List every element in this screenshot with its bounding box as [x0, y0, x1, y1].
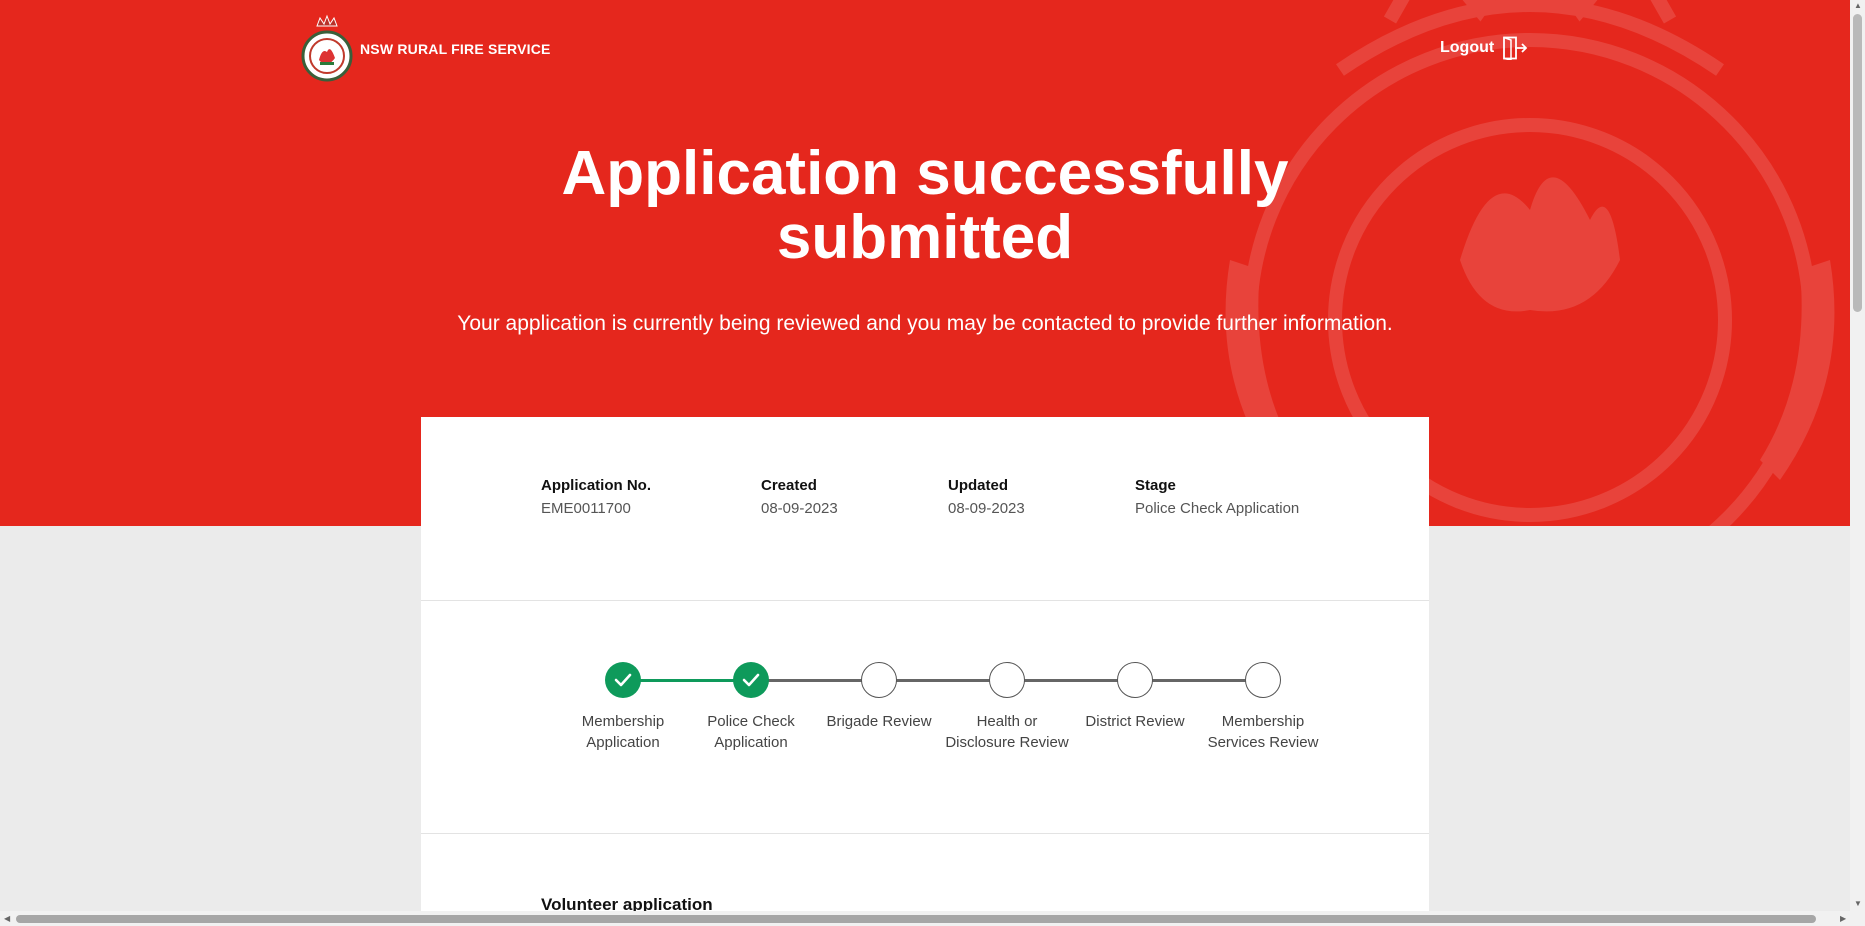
step-label: Police Check Application — [707, 713, 795, 751]
horizontal-scrollbar[interactable]: ◀ ▶ — [0, 911, 1865, 926]
divider — [421, 600, 1429, 601]
scroll-left-icon[interactable]: ◀ — [4, 914, 11, 923]
check-icon — [742, 673, 760, 687]
application-number: Application No. EME0011700 — [541, 477, 651, 517]
step-connector — [879, 679, 1007, 682]
rfs-crest-icon — [301, 14, 353, 82]
step-indicator — [861, 662, 897, 698]
vertical-scrollbar[interactable]: ▲ ▼ — [1850, 0, 1865, 926]
step-indicator — [605, 662, 641, 698]
created-date: Created 08-09-2023 — [761, 477, 838, 517]
step-label: Health or Disclosure Review — [945, 713, 1069, 751]
step-label: Membership Services Review — [1207, 713, 1319, 751]
section-title: Volunteer application — [541, 895, 713, 914]
logout-label: Logout — [1440, 39, 1495, 56]
horizontal-scroll-thumb[interactable] — [16, 915, 1816, 923]
step-indicator — [1117, 662, 1153, 698]
page-title: Application successfully submitted — [561, 139, 1289, 272]
step-indicator — [1245, 662, 1281, 698]
logout-button[interactable]: Logout — [1440, 36, 1528, 60]
logout-icon — [1503, 36, 1528, 60]
step-connector — [1007, 679, 1135, 682]
application-card: Application No. EME0011700 Created 08-09… — [421, 417, 1429, 926]
rfs-logo[interactable]: NSW RURAL FIRE SERVICE — [300, 14, 551, 84]
vertical-scroll-thumb[interactable] — [1853, 14, 1862, 312]
check-icon — [614, 673, 632, 687]
page-subtitle: Your application is currently being revi… — [457, 312, 1393, 335]
scroll-up-icon[interactable]: ▲ — [1854, 1, 1862, 10]
step-connector — [1135, 679, 1263, 682]
org-name: NSW RURAL FIRE SERVICE — [360, 41, 551, 57]
step-indicator — [989, 662, 1025, 698]
step-connector — [751, 679, 879, 682]
step-label: Membership Application — [581, 713, 665, 751]
scroll-right-icon[interactable]: ▶ — [1840, 914, 1847, 923]
updated-date: Updated 08-09-2023 — [948, 477, 1025, 517]
scroll-down-icon[interactable]: ▼ — [1854, 899, 1862, 908]
step-label: District Review — [1085, 713, 1185, 730]
divider — [421, 833, 1429, 834]
step-connector — [623, 679, 751, 682]
step-indicator — [733, 662, 769, 698]
application-stage: Stage Police Check Application — [1135, 477, 1300, 517]
step-label: Brigade Review — [826, 713, 932, 730]
